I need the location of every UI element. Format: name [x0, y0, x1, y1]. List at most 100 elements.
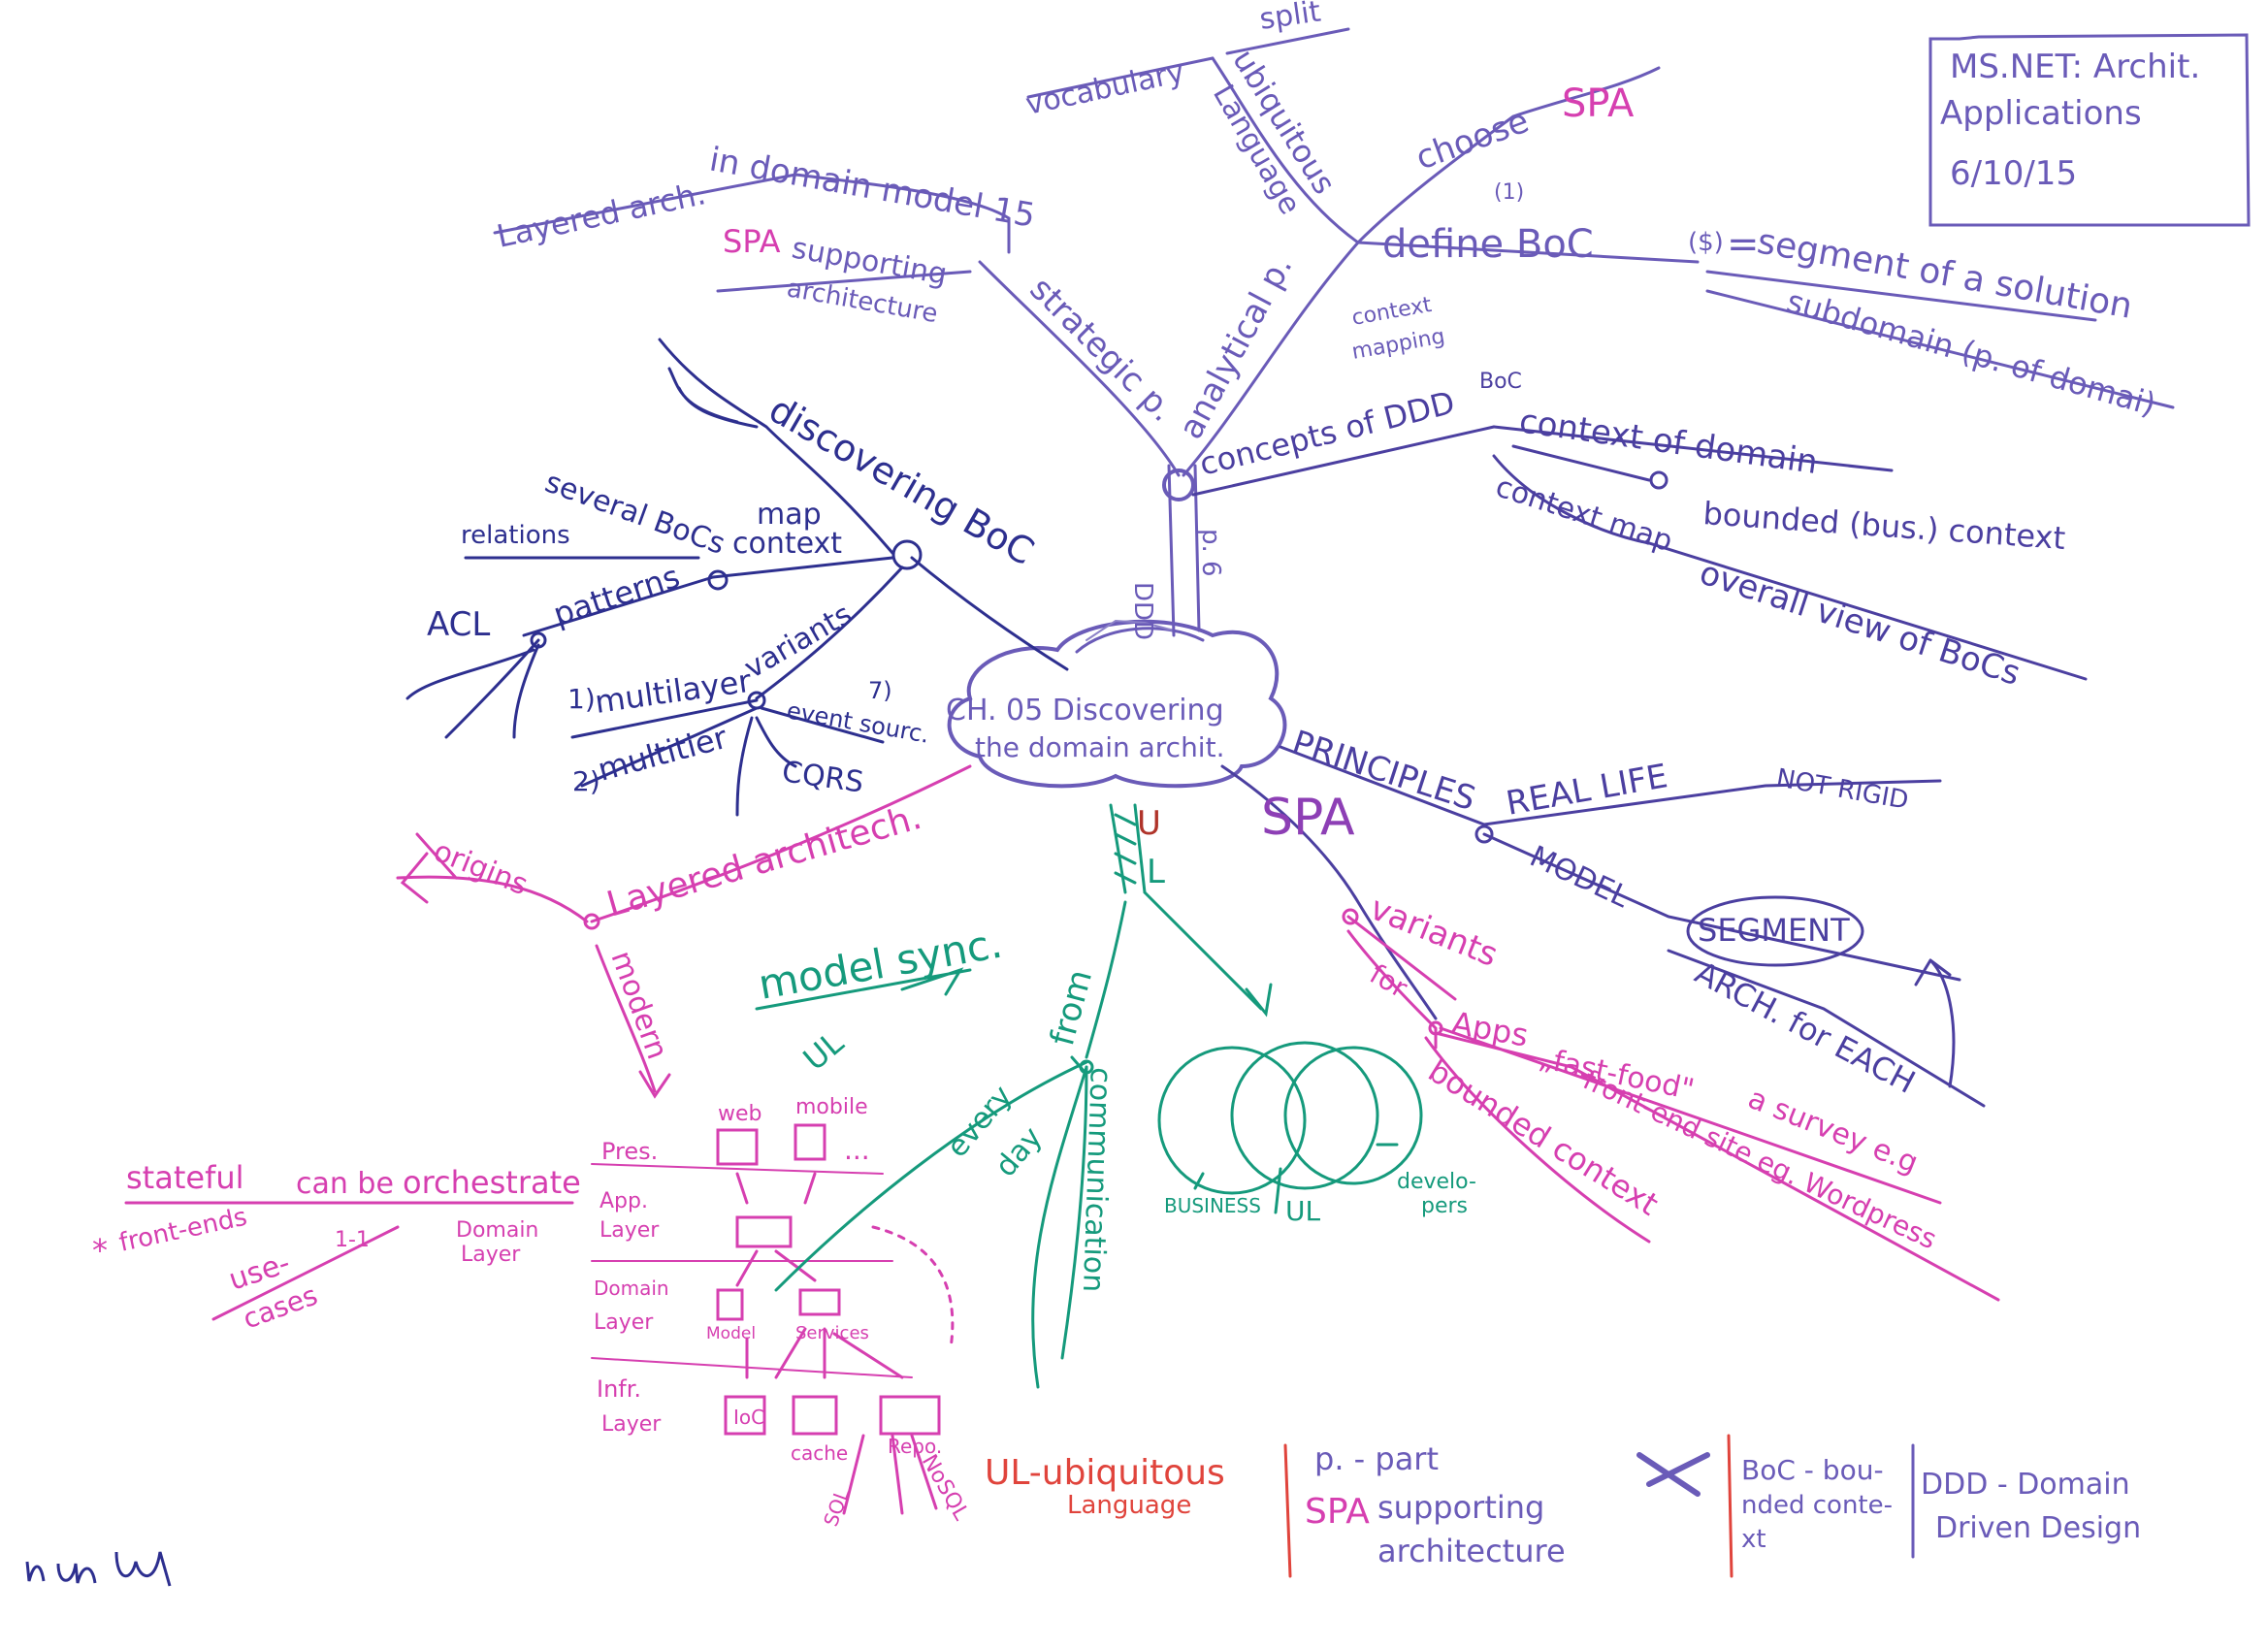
- label-one-one: 1-1: [335, 1228, 370, 1252]
- label-in-domain-model: in domain model 15: [706, 140, 1038, 235]
- label-web: web: [718, 1102, 762, 1126]
- connector-lines: [124, 27, 2251, 1578]
- label-context-map: context map: [1492, 469, 1677, 559]
- legend-boc-2: nded conte-: [1741, 1491, 1893, 1520]
- label-services: Services: [795, 1323, 869, 1343]
- label-acl: ACL: [427, 605, 490, 644]
- legend-spa-text-1: supporting: [1377, 1489, 1544, 1526]
- label-model: MODEL: [1525, 840, 1635, 916]
- label-stateful: stateful: [126, 1159, 244, 1196]
- header-line2: Applications: [1940, 94, 2142, 133]
- label-u: U: [1137, 804, 1161, 843]
- branch-concepts: concepts of DDD BoC context of domain bo…: [1196, 370, 2067, 694]
- label-ellipsis: ...: [844, 1134, 870, 1166]
- branch-discovering: discovering BoC map context several BoCs…: [427, 388, 1041, 800]
- stem-ddd: DDD: [1128, 582, 1157, 640]
- label-patterns: patterns: [549, 558, 684, 633]
- label-context: context: [732, 527, 842, 561]
- header-note: MS.NET: Archit. Applications 6/10/15: [1940, 48, 2200, 193]
- label-equals: =: [1727, 222, 1760, 267]
- label-business: BUSINESS: [1164, 1194, 1261, 1217]
- label-not-rigid: NOT RIGID: [1774, 763, 1911, 815]
- label-vocabulary: vocabulary: [1022, 55, 1187, 122]
- label-analytical: analytical p.: [1172, 249, 1301, 445]
- label-multilayer: multilayer: [593, 663, 755, 721]
- legend-ddd-2: Driven Design: [1935, 1511, 2141, 1545]
- label-real-life: REAL LIFE: [1504, 757, 1671, 824]
- label-model-sync: model sync.: [755, 919, 1006, 1008]
- legend-spa-text-2: architecture: [1377, 1533, 1566, 1569]
- label-apps: Apps: [1449, 1004, 1532, 1053]
- label-developers-1: develo-: [1397, 1170, 1476, 1194]
- venn-developers: [1283, 1046, 1423, 1185]
- label-event-sourcing: event sourc.: [785, 696, 931, 748]
- label-modern: modern: [603, 947, 674, 1064]
- header-box: [1928, 33, 2251, 227]
- legend-ul-1: UL-ubiquitous: [985, 1453, 1225, 1493]
- label-app-1: App.: [599, 1189, 648, 1213]
- label-boc-note: BoC: [1479, 370, 1522, 394]
- label-l: L: [1147, 853, 1165, 891]
- label-spa-big: SPA: [1261, 789, 1355, 847]
- label-multitier-n: 2): [572, 765, 600, 797]
- label-domain-2: Layer: [594, 1310, 654, 1335]
- label-context-of-domain: context of domain: [1517, 402, 1820, 482]
- center-topic: CH. 05 Discovering the domain archit. DD…: [946, 529, 1225, 763]
- label-domain-layer-1: Domain: [456, 1218, 538, 1243]
- label-cache: cache: [791, 1441, 848, 1465]
- label-pres: Pres.: [601, 1138, 658, 1165]
- branch-spa: SPA variants for Apps „fast-food" a surv…: [1261, 789, 1941, 1255]
- label-layered-architech: Layered architech.: [602, 797, 925, 925]
- layer-diagram: Pres. web mobile ... App. Layer Domain L…: [594, 1095, 974, 1530]
- label-domain-1: Domain: [594, 1277, 669, 1300]
- branch-layered: origins Layered architech. modern statef…: [92, 797, 926, 1336]
- label-spa-supporting: SPA: [723, 223, 781, 260]
- label-define-note: (1): [1494, 180, 1524, 205]
- label-front-ends: front-ends: [116, 1203, 249, 1258]
- label-overall-view: overall view of BoCs: [1695, 554, 2025, 695]
- label-choose-spa: SPA: [1562, 81, 1635, 126]
- label-context-mapping-1: context: [1350, 293, 1434, 331]
- label-nosql: NoSQL: [917, 1451, 974, 1526]
- label-app-2: Layer: [599, 1218, 660, 1243]
- center-cloud: [947, 619, 1287, 789]
- segment-ellipse: [1686, 895, 1864, 967]
- label-developers-2: pers: [1421, 1194, 1468, 1218]
- label-repo: Repo.: [888, 1435, 942, 1458]
- branch-analytical: analytical p. strategic p. SPA supportin…: [494, 0, 2160, 445]
- legend-ul-2: Language: [1067, 1491, 1191, 1520]
- label-variants: variants: [739, 598, 859, 686]
- signature: [25, 1551, 172, 1587]
- legend-boc-3: xt: [1741, 1525, 1766, 1554]
- label-context-mapping-2: mapping: [1350, 324, 1447, 364]
- label-orchestrate: orchestrate: [403, 1164, 581, 1201]
- label-star: *: [92, 1232, 108, 1269]
- label-event-n: 7): [868, 677, 892, 704]
- header-line1: MS.NET: Archit.: [1950, 48, 2200, 86]
- label-day: day: [988, 1120, 1049, 1183]
- label-can-be: can be: [296, 1167, 394, 1201]
- label-multilayer-n: 1): [567, 683, 596, 715]
- legend-spa: SPA: [1305, 1492, 1370, 1532]
- label-strategic: strategic p.: [1022, 270, 1183, 430]
- label-bounded-context: bounded (bus.) context: [1701, 495, 2066, 557]
- label-infra-1: Infr.: [597, 1375, 641, 1403]
- center-line2: the domain archit.: [975, 731, 1224, 763]
- stem-p6: p. 6: [1196, 529, 1225, 577]
- label-cqrs: CQRS: [780, 755, 866, 799]
- label-layered-arch: Layered arch.: [494, 175, 709, 255]
- label-origins: origins: [429, 834, 533, 902]
- label-mobile: mobile: [795, 1095, 868, 1119]
- label-domain-layer-2: Layer: [461, 1243, 521, 1267]
- venn-ul: [1230, 1041, 1379, 1190]
- label-relations: relations: [461, 521, 570, 550]
- legend: UL-ubiquitous Language p. - part SPA sup…: [985, 1440, 2141, 1569]
- legend-boc-1: BoC - bou-: [1741, 1454, 1884, 1486]
- label-ul-arrow: UL: [796, 1023, 851, 1078]
- header-date: 6/10/15: [1950, 154, 2077, 193]
- legend-p-part: p. - part: [1314, 1440, 1439, 1477]
- label-define-dollar: ($): [1688, 228, 1724, 257]
- venn-business: [1157, 1046, 1307, 1195]
- label-concepts-ddd: concepts of DDD: [1196, 384, 1459, 483]
